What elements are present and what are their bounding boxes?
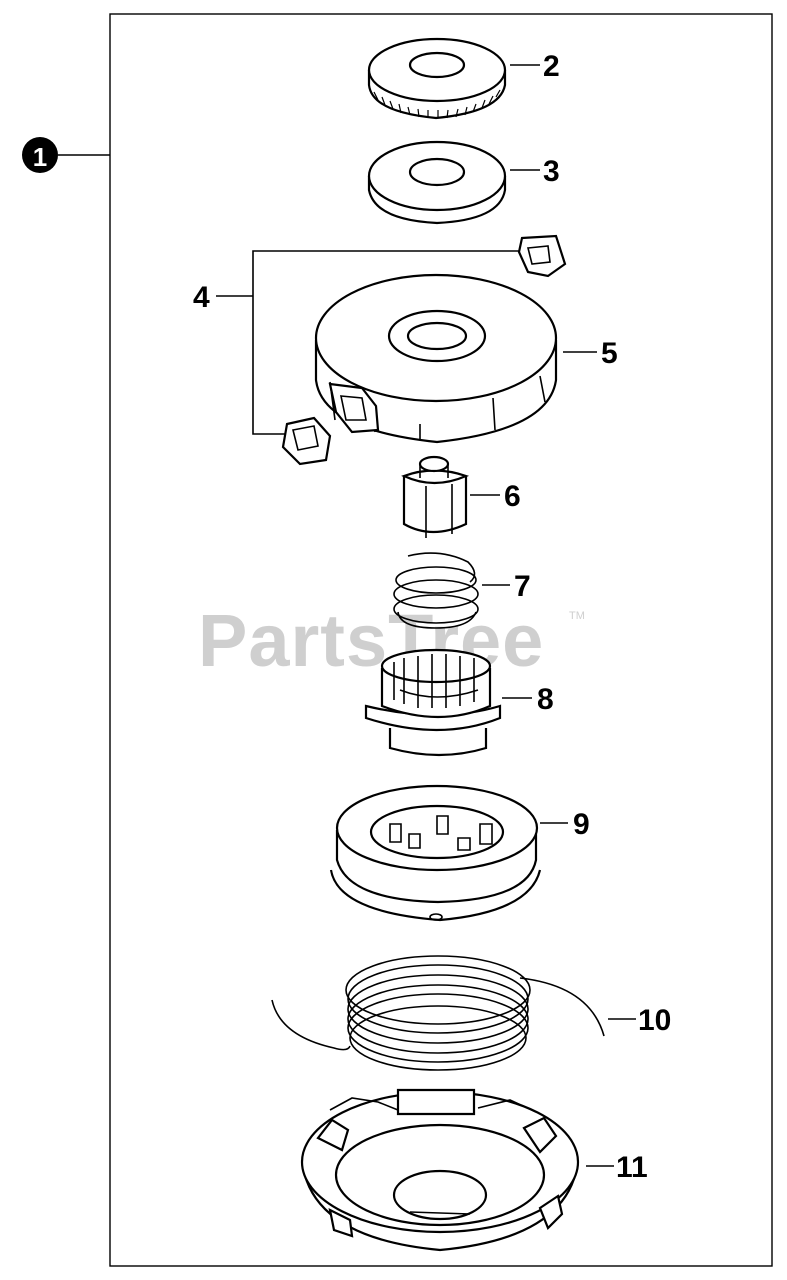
assembly-marker-label: 1 [33, 142, 47, 172]
callout-6[interactable]: 6 [504, 480, 521, 513]
callout-2[interactable]: 2 [543, 50, 560, 83]
callout-5[interactable]: 5 [601, 337, 618, 370]
callout-10[interactable]: 10 [638, 1004, 671, 1037]
part-4-eyelets[interactable] [252, 234, 567, 466]
assembly-marker[interactable]: 1 [22, 137, 110, 173]
watermark-trademark: TM [569, 610, 585, 622]
callout-7[interactable]: 7 [514, 570, 531, 603]
callout-11[interactable]: 11 [616, 1151, 648, 1184]
callout-3[interactable]: 3 [543, 155, 560, 188]
part-11-housing-base[interactable] [300, 1088, 580, 1252]
callout-9[interactable]: 9 [573, 808, 590, 841]
part-9-spool[interactable] [329, 784, 542, 922]
part-2-ring-gear[interactable] [367, 37, 507, 120]
callout-8[interactable]: 8 [537, 683, 554, 716]
callout-4[interactable]: 4 [193, 281, 210, 314]
part-5-head-cover[interactable] [314, 273, 558, 444]
part-8-ratchet[interactable] [364, 648, 502, 757]
part-10-trimmer-line[interactable] [271, 955, 605, 1071]
eyelet-top-icon [517, 234, 567, 278]
part-6-hex-bushing[interactable] [401, 455, 470, 538]
watermark-brand: PartsTree [198, 599, 544, 682]
eyelet-bottom-icon [281, 416, 332, 466]
leader-lines [216, 64, 636, 1167]
part-7-spring[interactable] [393, 552, 479, 629]
assembly-frame [109, 13, 773, 1267]
part-3-washer[interactable] [367, 140, 507, 225]
